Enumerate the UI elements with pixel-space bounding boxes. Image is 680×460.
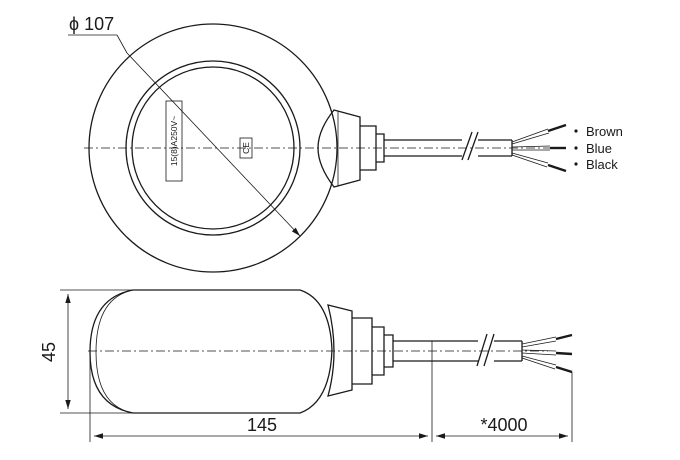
cable-gland — [317, 109, 361, 188]
wire-label-brown: Brown — [586, 124, 623, 139]
wire-label-black: Black — [586, 157, 618, 172]
wire-label-blue: Blue — [586, 141, 612, 156]
wires-top — [511, 123, 578, 173]
cable-side — [393, 333, 523, 367]
diameter-label: ϕ 107 — [69, 14, 114, 34]
side-gland — [327, 304, 353, 397]
diameter-dimension-line — [126, 52, 301, 237]
ce-mark: CE — [241, 142, 251, 154]
side-gland-tip — [384, 334, 394, 368]
height-label: 45 — [39, 342, 59, 362]
side-body — [89, 289, 333, 414]
rating-text: 15(8)A250V~ — [169, 116, 179, 166]
cable-top — [384, 131, 513, 161]
length-label: 145 — [247, 415, 277, 435]
gland-collar — [376, 133, 385, 163]
wires-side — [521, 333, 573, 374]
side-view: 45 145 *4000 — [39, 289, 573, 442]
top-view: Brown Blue Black 15(8)A250V~ CE ϕ 107 — [68, 14, 623, 273]
side-body-rim — [95, 289, 134, 414]
rating-label-box — [165, 100, 183, 182]
ce-mark-box — [239, 137, 253, 159]
cable-length-label: *4000 — [480, 415, 527, 435]
